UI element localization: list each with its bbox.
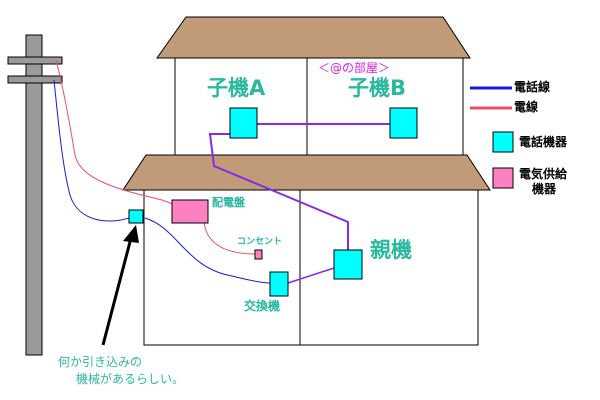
power-line-from-pole <box>55 59 179 207</box>
annotation-text-line1: 何か引き込みの <box>58 355 143 369</box>
legend-power-device-swatch <box>492 167 514 189</box>
legend-power-device-label-line2: 機器 <box>532 182 557 196</box>
distribution-board-label: 配電盤 <box>212 196 245 209</box>
annotation-arrow-shaft <box>101 237 133 346</box>
phone-line-to-exchange <box>144 217 271 284</box>
handset-a-device <box>229 107 258 139</box>
upper-roof <box>156 16 471 59</box>
legend-power-device-label-line1: 電気供給 <box>519 167 568 181</box>
phone-line-base-to-handset-a <box>208 133 349 250</box>
legend-phone-device-label: 電話機器 <box>519 135 568 149</box>
legend-power-line-label: 電線 <box>514 100 539 114</box>
distribution-board-device <box>171 199 209 224</box>
handset-b-label: 子機B <box>348 76 407 100</box>
outlet-device <box>254 249 263 260</box>
pole-crossarm-lower <box>7 75 63 84</box>
my-room-label: ＜@の部屋＞ <box>318 61 391 75</box>
exchange-device <box>269 271 289 297</box>
lower-roof <box>122 154 491 191</box>
power-line-to-outlet <box>203 221 256 255</box>
base-unit-device <box>333 249 363 280</box>
outlet-label: コンセント <box>237 237 283 247</box>
base-unit-label: 親機 <box>370 238 412 262</box>
incoming-line-device <box>128 209 144 224</box>
legend-phone-line-label: 電話線 <box>514 80 551 94</box>
phone-line-from-pole <box>53 79 136 222</box>
utility-pole <box>25 34 43 356</box>
legend-phone-device-swatch <box>492 131 514 153</box>
exchange-label: 交換機 <box>244 299 281 313</box>
pole-crossarm-upper <box>7 56 63 65</box>
handset-b-device <box>389 107 418 139</box>
annotation-text-line2: 機械があるらしい。 <box>76 372 185 386</box>
handset-a-label: 子機A <box>207 76 266 100</box>
phone-line-exchange-to-base <box>287 267 335 284</box>
upper-floor-wall <box>174 57 464 156</box>
annotation-arrow-head <box>123 225 139 243</box>
